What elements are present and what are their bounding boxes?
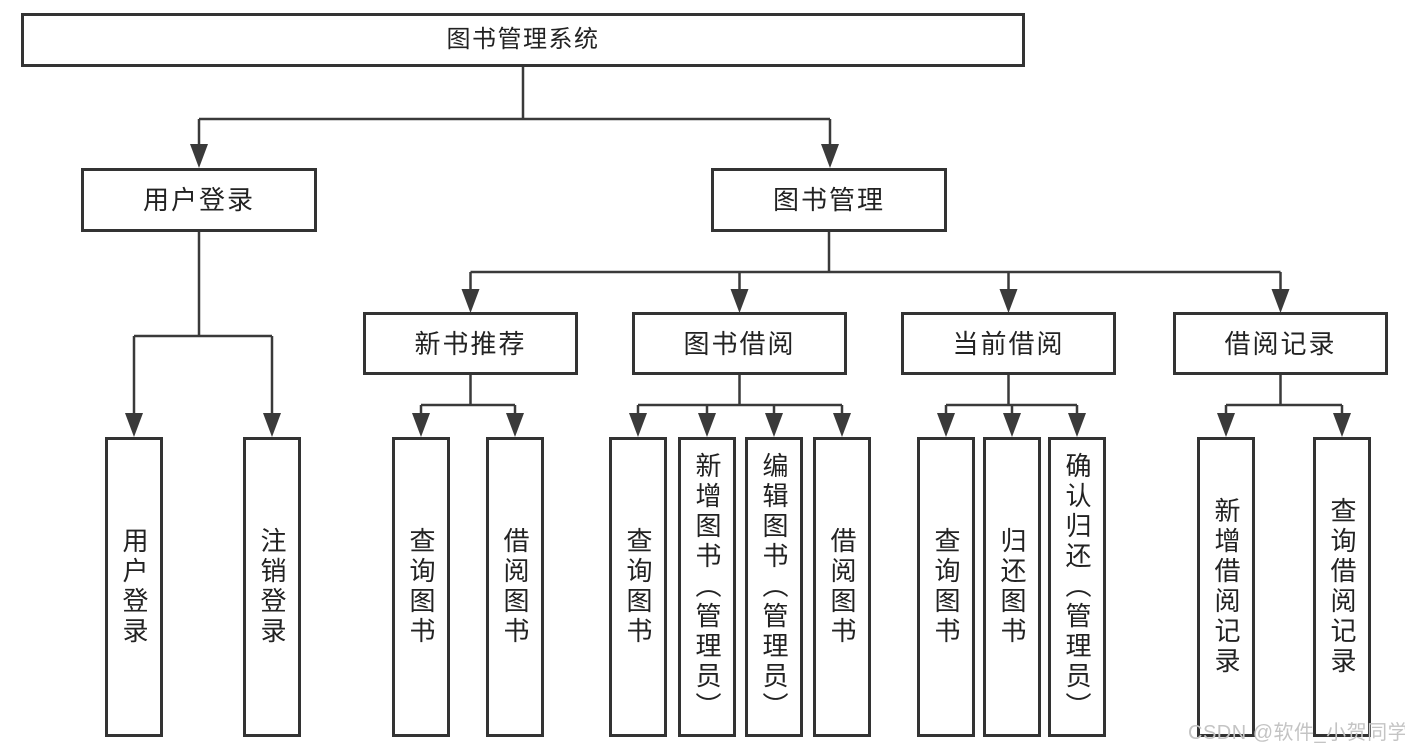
leaf-cb-query-books: 查询图书: [917, 437, 975, 737]
leaf-nb-borrow-books-label: 借阅图书: [500, 527, 530, 647]
leaf-cb-confirm-return-admin-label: 确认归还（管理员）: [1062, 452, 1092, 722]
leaf-bb-add-books-admin-label: 新增图书（管理员）: [692, 452, 722, 722]
node-user-login: 用户登录: [81, 168, 317, 232]
leaf-cb-confirm-return-admin: 确认归还（管理员）: [1048, 437, 1106, 737]
leaf-nb-query-books: 查询图书: [392, 437, 450, 737]
leaf-bb-edit-books-admin: 编辑图书（管理员）: [745, 437, 803, 737]
node-current-borrow: 当前借阅: [901, 312, 1116, 375]
node-new-book-recommend: 新书推荐: [363, 312, 578, 375]
leaf-bb-query-books: 查询图书: [609, 437, 667, 737]
leaf-br-query-record: 查询借阅记录: [1313, 437, 1371, 737]
node-user-login-label: 用户登录: [142, 185, 255, 215]
node-book-borrow-label: 图书借阅: [683, 328, 796, 359]
node-new-book-recommend-label: 新书推荐: [414, 328, 527, 359]
node-book-borrow: 图书借阅: [632, 312, 847, 375]
leaf-cb-return-books: 归还图书: [983, 437, 1041, 737]
node-book-management: 图书管理: [711, 168, 947, 232]
node-borrow-records: 借阅记录: [1173, 312, 1388, 375]
node-root: 图书管理系统: [21, 13, 1025, 67]
leaf-bb-edit-books-admin-label: 编辑图书（管理员）: [759, 452, 789, 722]
leaf-bb-query-books-label: 查询图书: [623, 527, 653, 647]
leaf-bb-add-books-admin: 新增图书（管理员）: [678, 437, 736, 737]
node-root-label: 图书管理系统: [446, 26, 600, 53]
leaf-logout-label: 注销登录: [257, 527, 287, 647]
leaf-cb-query-books-label: 查询图书: [931, 527, 961, 647]
watermark: CSDN @软件_小贺同学: [1188, 722, 1405, 744]
node-book-management-label: 图书管理: [772, 185, 885, 215]
leaf-nb-query-books-label: 查询图书: [406, 527, 436, 647]
connector-paths: [132, 67, 1344, 417]
leaf-br-query-record-label: 查询借阅记录: [1327, 497, 1357, 677]
leaf-br-add-record-label: 新增借阅记录: [1211, 497, 1241, 677]
node-current-borrow-label: 当前借阅: [952, 328, 1065, 359]
leaf-user-login-label: 用户登录: [119, 527, 149, 647]
node-borrow-records-label: 借阅记录: [1224, 328, 1337, 359]
leaf-bb-borrow-books: 借阅图书: [813, 437, 871, 737]
leaf-bb-borrow-books-label: 借阅图书: [827, 527, 857, 647]
arrowheads: [125, 144, 1351, 437]
leaf-user-login: 用户登录: [105, 437, 163, 737]
leaf-nb-borrow-books: 借阅图书: [486, 437, 544, 737]
leaf-logout: 注销登录: [243, 437, 301, 737]
leaf-cb-return-books-label: 归还图书: [997, 527, 1027, 647]
leaf-br-add-record: 新增借阅记录: [1197, 437, 1255, 737]
